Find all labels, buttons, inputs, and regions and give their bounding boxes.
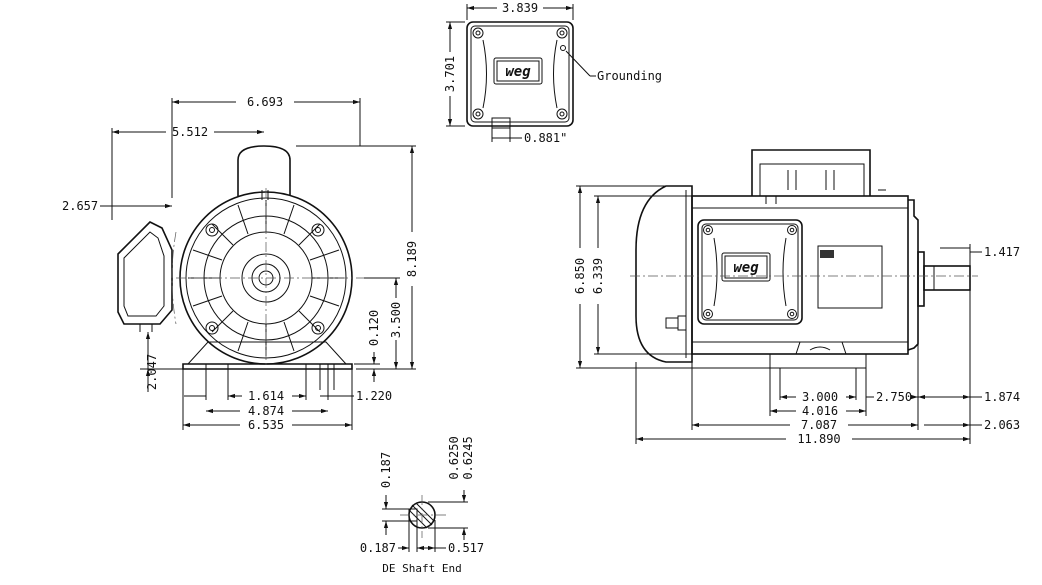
dim-6-339: 6.339 — [591, 258, 605, 294]
dim-0-120: 0.120 — [367, 310, 381, 346]
front-view: 6.693 5.512 2.657 8.189 3.500 0.120 2.04… — [62, 95, 419, 432]
dim-3-500: 3.500 — [389, 302, 403, 338]
dim-0-187-vertical: 0.187 — [379, 452, 393, 488]
weg-logo-top: weg — [493, 57, 543, 85]
dim-6-693: 6.693 — [247, 95, 283, 109]
weg-logo-side: weg — [721, 252, 771, 282]
dim-1-417: 1.417 — [984, 245, 1020, 259]
dim-1-614: 1.614 — [248, 389, 284, 403]
dim-2-750: 2.750 — [876, 390, 912, 404]
svg-text:weg: weg — [733, 260, 759, 276]
bolt-hole-icon — [205, 223, 325, 335]
dim-5-512: 5.512 — [172, 125, 208, 139]
dim-11-890: 11.890 — [797, 432, 840, 446]
shaft-end-caption: DE Shaft End — [382, 562, 461, 575]
dim-3-839: 3.839 — [502, 1, 538, 15]
dim-8-189: 8.189 — [405, 241, 419, 277]
dim-6-850: 6.850 — [573, 258, 587, 294]
dim-0-881: 0.881" — [524, 131, 567, 145]
screw-icon — [703, 225, 797, 319]
dim-0-517: 0.517 — [448, 541, 484, 555]
dim-0-187-horizontal: 0.187 — [360, 541, 396, 555]
dim-0-6245: 0.6245 — [461, 436, 475, 479]
dim-2-047: 2.047 — [145, 354, 159, 390]
dim-1-220: 1.220 — [356, 389, 392, 403]
dim-6-535: 6.535 — [248, 418, 284, 432]
dim-4-874: 4.874 — [248, 404, 284, 418]
dim-3-701: 3.701 — [443, 56, 457, 92]
dim-0-6250: 0.6250 — [447, 436, 461, 479]
de-shaft-end: 0.187 0.6250 0.6245 0.187 0.517 DE Shaft… — [360, 436, 484, 575]
screw-icon — [472, 27, 568, 120]
dim-2-657: 2.657 — [62, 199, 98, 213]
dim-4-016: 4.016 — [802, 404, 838, 418]
dim-3-000: 3.000 — [802, 390, 838, 404]
svg-text:weg: weg — [505, 64, 531, 80]
top-view-terminal-box: weg Grounding 3.839 3.701 0.881" — [443, 1, 662, 145]
grounding-label: Grounding — [597, 69, 662, 83]
side-view: weg 6.850 6.339 1.417 — [573, 149, 1020, 446]
dim-7-087: 7.087 — [801, 418, 837, 432]
dim-1-874: 1.874 — [984, 390, 1020, 404]
dim-2-063: 2.063 — [984, 418, 1020, 432]
